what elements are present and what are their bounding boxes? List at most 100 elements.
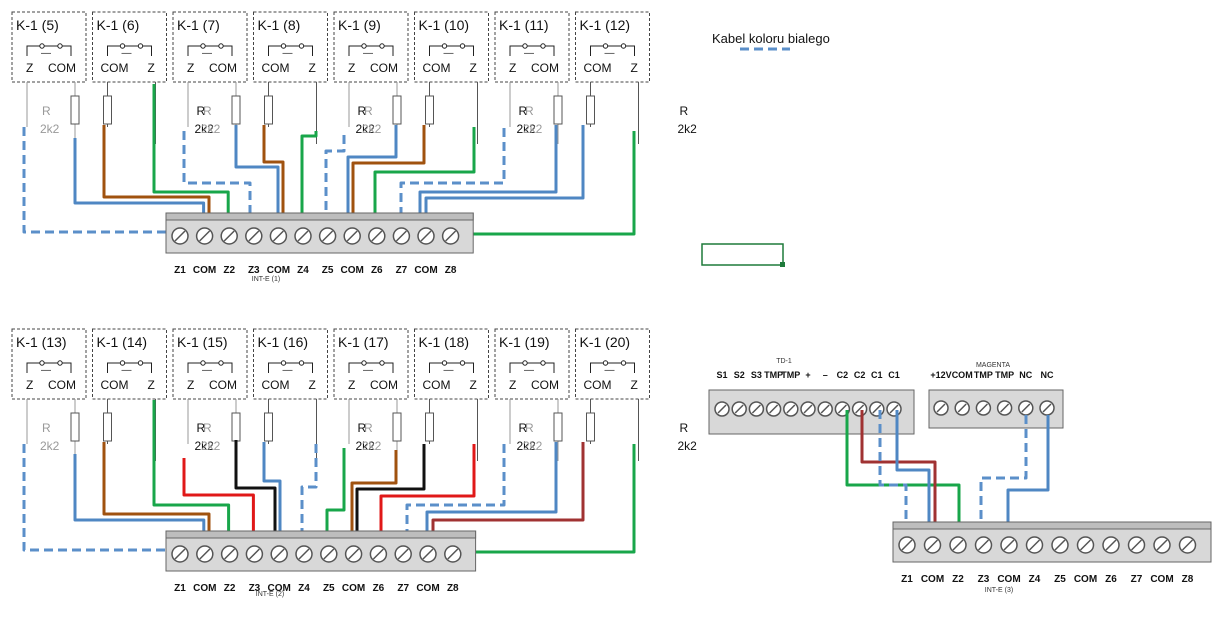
contact-symbol: — [363, 365, 373, 376]
terminal-label: Z4 [1029, 574, 1041, 585]
terminal-screw-slot [199, 230, 211, 242]
magenta-terminal-label: NC [1019, 370, 1032, 380]
wire-white [300, 444, 318, 550]
resistor-label: R [519, 104, 528, 118]
contact-point [200, 43, 206, 49]
sensor-terminal-label: COM [48, 378, 76, 392]
terminal-screw-slot [223, 230, 235, 242]
terminal-screw-slot [977, 539, 990, 551]
terminal-screw-slot [248, 548, 260, 560]
sensor-box [414, 11, 489, 83]
wire-black [355, 444, 426, 550]
sensor-name: K-1 (18) [419, 334, 470, 350]
contact-symbol: — [605, 365, 615, 376]
contact-point [57, 43, 63, 49]
sensor-name: K-1 (15) [177, 334, 228, 350]
sensor-name: K-1 (12) [580, 17, 631, 33]
terminal-screw-slot [297, 230, 309, 242]
resistor-label: R [519, 421, 528, 435]
td1-terminal-label: C2 [854, 370, 866, 380]
terminal-label: Z8 [447, 583, 459, 594]
sensor-name: K-1 (10) [419, 17, 470, 33]
sensor-terminal-label: COM [584, 61, 612, 75]
magenta-screw-slot [1000, 403, 1010, 413]
resistor-label: R [203, 421, 212, 435]
contact-line [187, 45, 233, 56]
contact-line [26, 362, 72, 373]
sensor-terminal-label: COM [262, 378, 290, 392]
terminal-label: Z4 [297, 265, 309, 276]
resistor-label: R [197, 421, 206, 435]
resistor [553, 95, 563, 125]
contact-line [107, 45, 152, 56]
contact-line [187, 362, 233, 373]
terminal-screw-slot [397, 548, 409, 560]
sensor-name: K-1 (6) [97, 17, 140, 33]
sensor-name: K-1 (14) [97, 334, 148, 350]
sensor-terminal-label: Z [187, 61, 194, 75]
contact-line [348, 45, 394, 56]
magenta-screw-slot [1042, 403, 1052, 413]
wire-white [399, 128, 506, 232]
terminal-label: COM [267, 265, 290, 276]
terminal-label: Z5 [322, 265, 334, 276]
resistor-label: R [42, 104, 51, 118]
sensor-terminal-label: Z [148, 61, 155, 75]
terminal-screw-slot [1028, 539, 1041, 551]
contact-point [39, 360, 45, 366]
wire-white [22, 127, 179, 234]
terminal-screw-slot [1079, 539, 1092, 551]
resistor-label: R [525, 104, 534, 118]
terminal-label: COM [193, 265, 216, 276]
terminal-screw-slot [348, 548, 360, 560]
sensor-terminal-label: COM [370, 61, 398, 75]
td1-screw-slot [820, 404, 830, 414]
contact-symbol: — [122, 365, 132, 376]
resistor-value: 2k2 [195, 439, 215, 453]
wire-brown [350, 450, 398, 550]
sensor-terminal-label: COM [209, 378, 237, 392]
sensor-box [333, 328, 409, 400]
resistor-value: 2k2 [201, 122, 221, 136]
resistor-label: R [197, 104, 206, 118]
legend: Kabel koloru bialego [712, 31, 830, 51]
terminal-label: Z1 [174, 265, 186, 276]
resistor [264, 95, 273, 125]
terminal-screw-slot [926, 539, 939, 551]
wire-brown [351, 125, 426, 232]
terminal-screw-slot [298, 548, 310, 560]
contact-line [107, 362, 152, 373]
resistor [392, 412, 402, 442]
contact-point [57, 360, 63, 366]
sensor-box [253, 328, 328, 400]
td1-terminal-label: C1 [871, 370, 883, 380]
terminal-strip-top [165, 212, 474, 221]
resistor-label: R [364, 104, 373, 118]
terminal-screw-slot [1003, 539, 1015, 551]
sensor-terminal-label: COM [370, 378, 398, 392]
wire-blue [418, 125, 558, 232]
terminal-label: COM [341, 265, 364, 276]
sensor-name: K-1 (19) [499, 334, 550, 350]
terminal-label: Z8 [445, 265, 457, 276]
resistor-label: R [42, 421, 51, 435]
terminal-label: COM [997, 574, 1020, 585]
terminal-strip-top [892, 521, 1212, 530]
sensor-name: K-1 (5) [16, 17, 59, 33]
sensor-box [253, 11, 328, 83]
sensor-terminal-label: Z [187, 378, 194, 392]
contact-point [441, 43, 448, 49]
terminal-screw-slot [199, 548, 211, 560]
terminal-label: Z3 [248, 265, 260, 276]
sensor-box [172, 328, 248, 400]
sensor-terminal-label: COM [101, 378, 129, 392]
td1-screw-slot [803, 404, 813, 414]
contact-symbol: — [605, 48, 615, 59]
resistor-value: 2k2 [195, 122, 215, 136]
terminal-label: Z7 [1131, 574, 1143, 585]
